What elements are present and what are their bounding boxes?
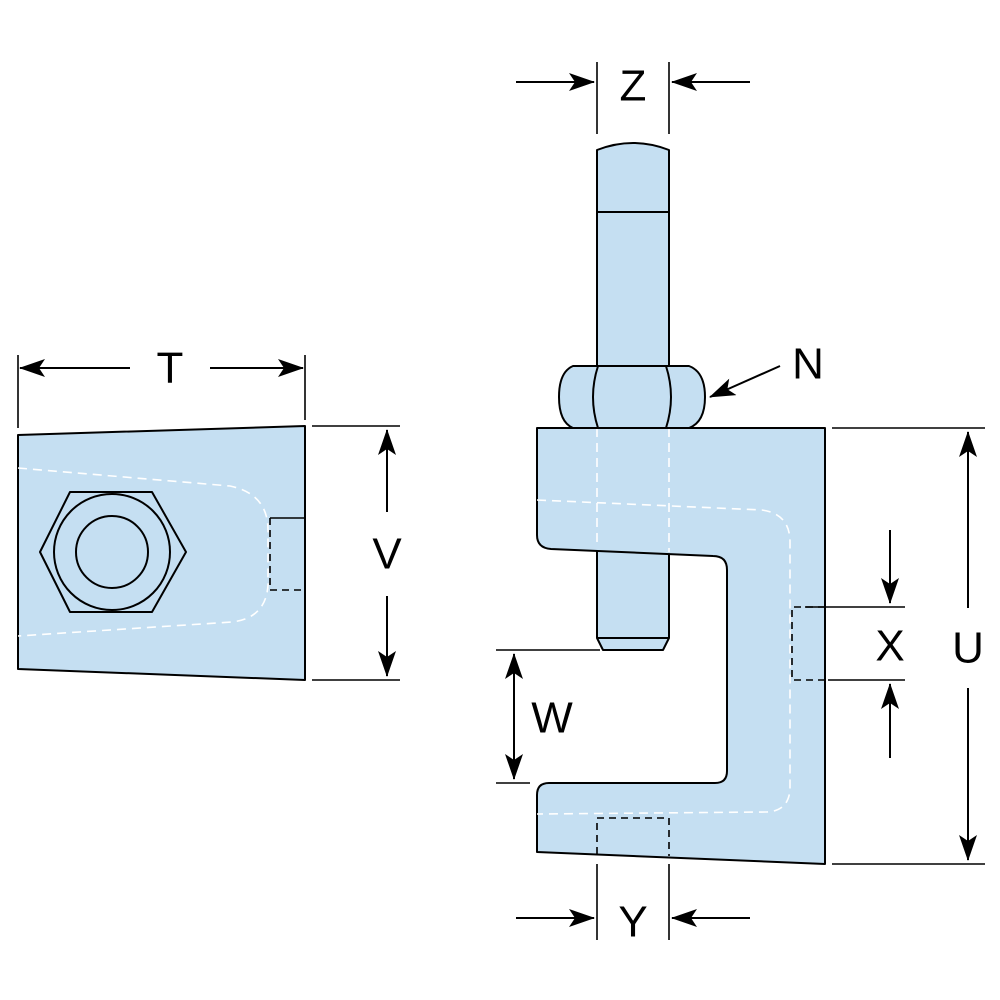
- dimension-W: W: [496, 649, 600, 784]
- label-Y: Y: [618, 898, 647, 947]
- dimension-X: X: [805, 530, 905, 758]
- dimension-T: T: [17, 344, 306, 428]
- side-view: [536, 142, 826, 865]
- leader-arrow: [709, 365, 781, 398]
- label-X: X: [875, 622, 904, 671]
- leader-N: N: [709, 340, 824, 398]
- nut-face-edge: [592, 365, 599, 429]
- dimension-U: U: [832, 427, 985, 865]
- dimension-V: V: [312, 425, 402, 681]
- nut-face-edge: [665, 365, 672, 429]
- label-V: V: [372, 530, 402, 579]
- clamp-hidden-contour: [536, 499, 791, 815]
- hex-jam-nut: [558, 365, 706, 429]
- dimension-Z: Z: [516, 62, 750, 134]
- rod-end-circle: [75, 515, 149, 589]
- label-U: U: [952, 624, 984, 673]
- end-view-hidden-contour: [17, 467, 269, 637]
- label-Z: Z: [620, 62, 647, 111]
- dimension-Y: Y: [516, 864, 750, 947]
- label-T: T: [157, 344, 184, 393]
- bottom-hidden-hole: [596, 817, 670, 856]
- end-view-hidden-screw: [269, 518, 305, 591]
- label-N: N: [792, 340, 824, 389]
- label-W: W: [531, 694, 573, 743]
- clamp-body: [536, 427, 826, 865]
- end-view: [17, 425, 306, 681]
